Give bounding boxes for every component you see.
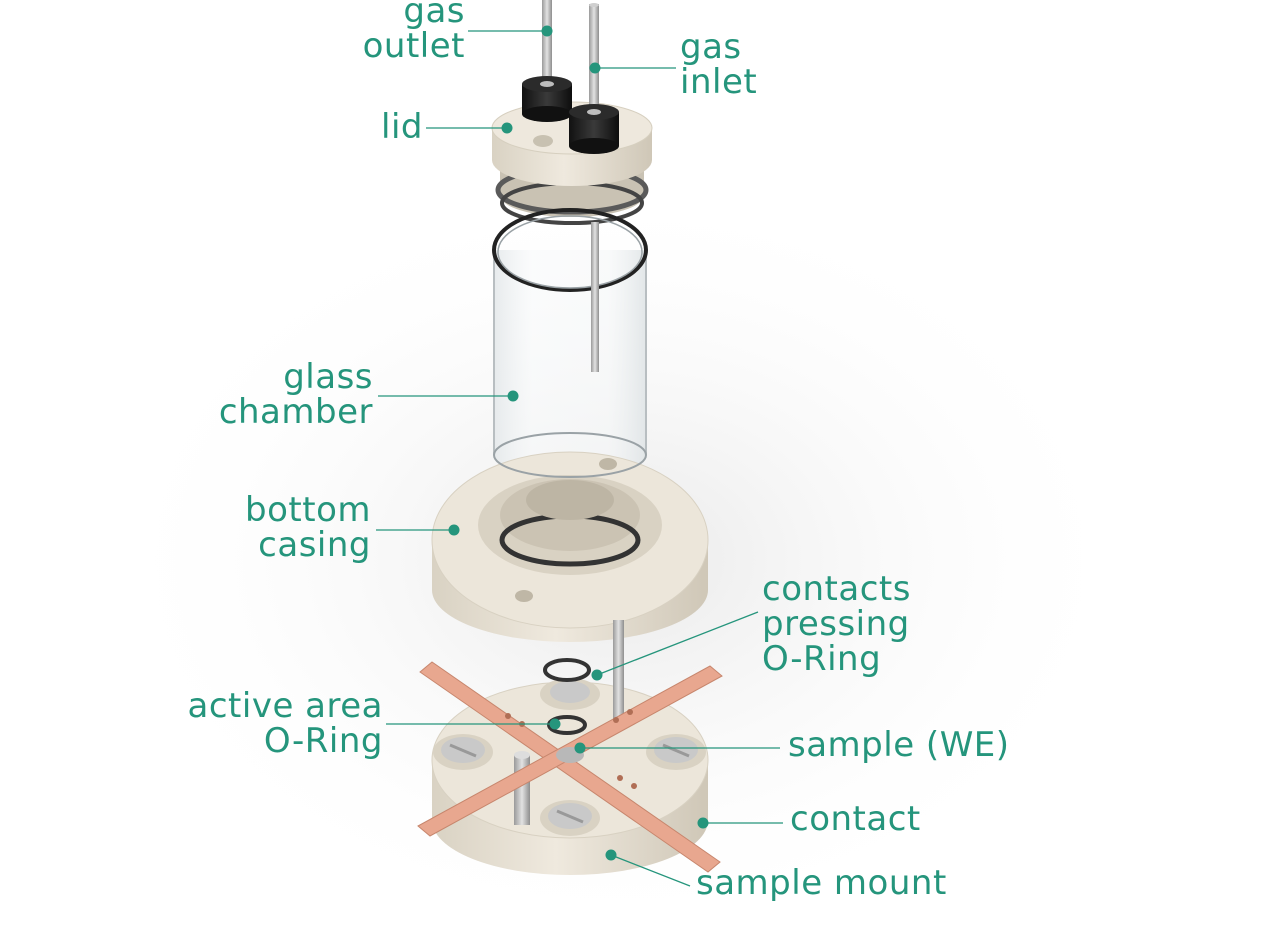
leader-lines: [376, 30, 783, 887]
label-glass-chamber-line1: glass: [283, 357, 373, 397]
label-bottom-casing-line1: bottom: [245, 490, 371, 530]
leader-contacts-pressing-oring: [596, 611, 759, 676]
label-gas-inlet-line1: gas: [680, 27, 742, 67]
label-gas-inlet: gas inlet: [680, 30, 757, 100]
label-active-area-line2: O-Ring: [263, 721, 383, 761]
label-lid: lid: [381, 110, 423, 145]
label-bottom-casing: bottom casing: [245, 493, 371, 563]
lid-assembly: [491, 0, 653, 225]
label-sample-mount: sample mount: [696, 866, 947, 901]
glass-chamber-part: [492, 208, 648, 477]
dot-sample-mount: [605, 849, 617, 861]
dot-sample-we: [574, 742, 586, 754]
leader-dots: [448, 25, 709, 861]
dot-lid: [501, 122, 513, 134]
label-bottom-casing-line2: casing: [258, 525, 371, 565]
dot-gas-inlet: [589, 62, 601, 74]
leader-sample-mount: [610, 854, 691, 887]
label-gas-outlet: gas outlet: [363, 0, 465, 64]
dot-glass-chamber: [507, 390, 519, 402]
label-gas-inlet-line2: inlet: [680, 62, 758, 102]
label-gas-outlet-line2: outlet: [362, 26, 465, 66]
label-active-area-oring: active area O-Ring: [188, 689, 383, 759]
label-lid-text: lid: [381, 107, 423, 147]
label-contacts-pressing-oring: contacts pressing O-Ring: [762, 572, 911, 677]
dot-active-area-oring: [549, 718, 561, 730]
dot-gas-outlet: [541, 25, 553, 37]
dot-bottom-casing: [448, 524, 460, 536]
label-glass-chamber: glass chamber: [219, 360, 373, 430]
bottom-casing-part: [431, 432, 709, 642]
label-gas-outlet-line1: gas: [403, 0, 465, 31]
label-contacts-line3: O-Ring: [762, 639, 882, 679]
label-sample-we-text: sample (WE): [788, 725, 1010, 765]
label-active-area-line1: active area: [187, 686, 383, 726]
label-contacts-line1: contacts: [762, 569, 911, 609]
dot-contact: [697, 817, 709, 829]
sample-mount-assembly: [417, 620, 723, 875]
dot-contacts-pressing-oring: [591, 669, 603, 681]
label-sample-we: sample (WE): [788, 728, 1010, 763]
label-contacts-line2: pressing: [762, 604, 910, 644]
label-sample-mount-text: sample mount: [696, 863, 947, 903]
label-contact: contact: [790, 802, 921, 837]
label-contact-text: contact: [790, 799, 921, 839]
label-glass-chamber-line2: chamber: [218, 392, 373, 432]
